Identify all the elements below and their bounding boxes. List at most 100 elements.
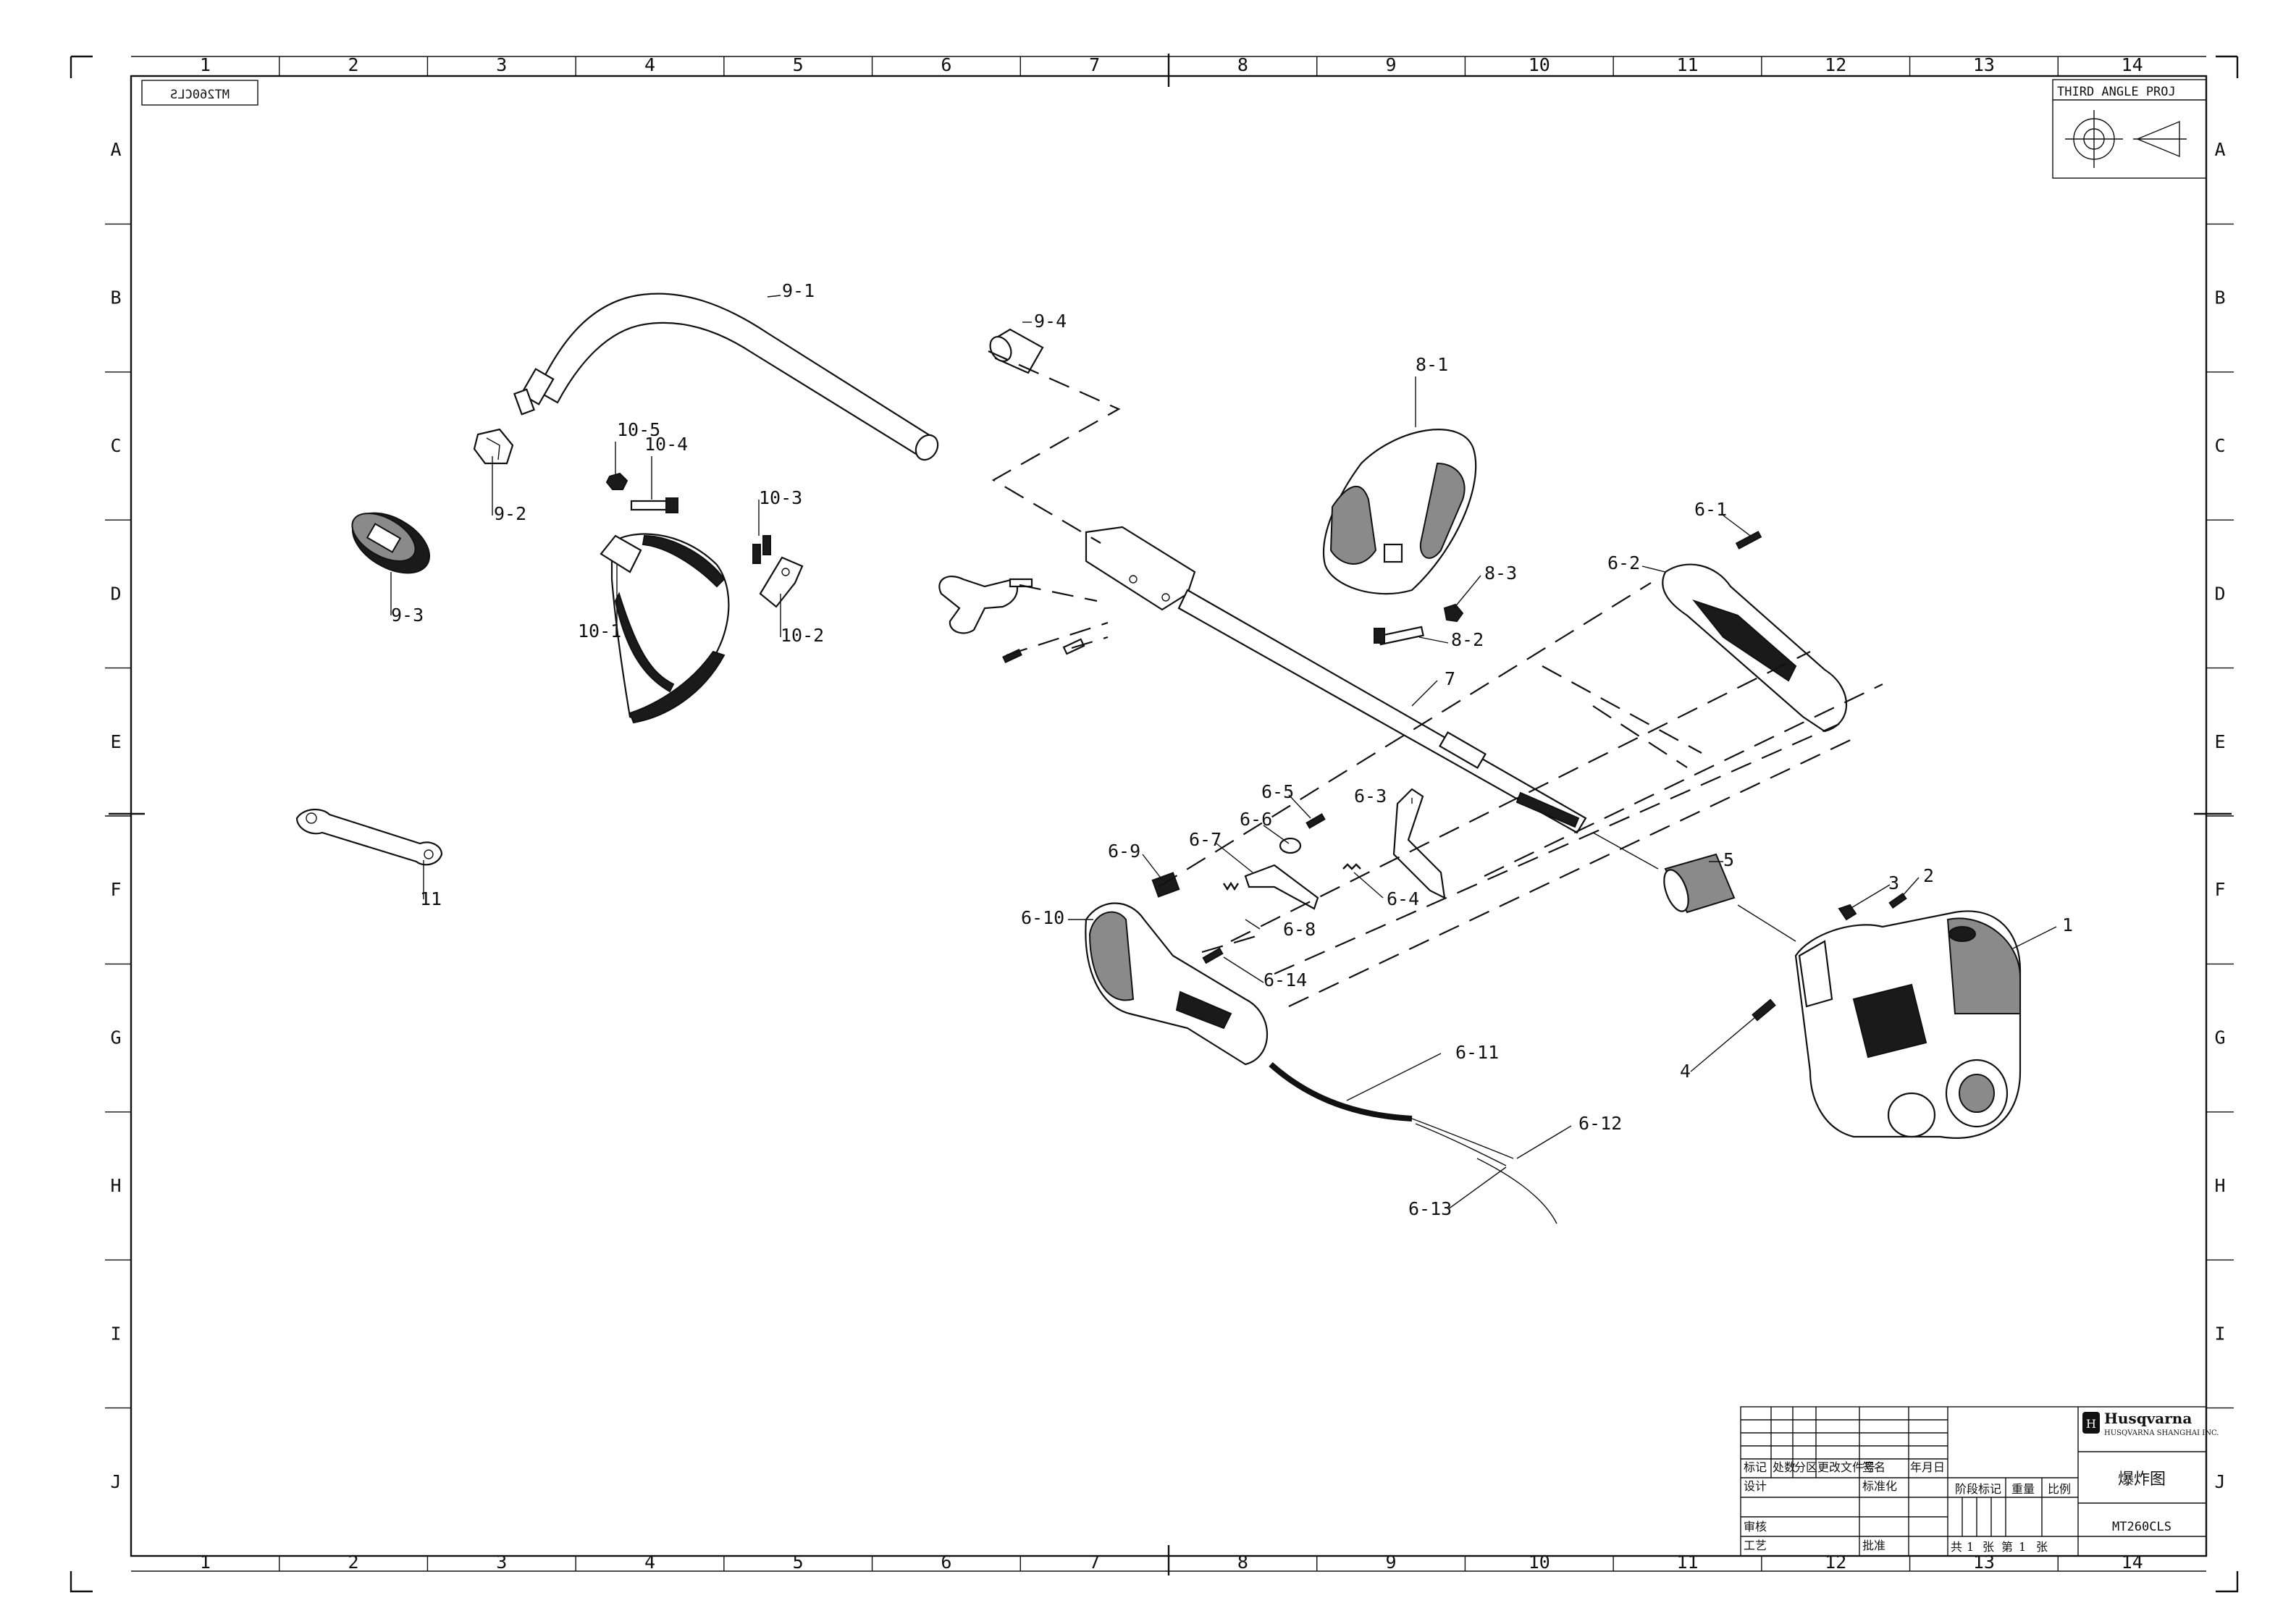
part-6-3-throttle-lever: [1392, 788, 1446, 899]
svg-text:H: H: [2086, 1417, 2096, 1431]
part-10-3-screws: [752, 535, 771, 564]
corner-marks: [70, 55, 2239, 1593]
callout-5: 5: [1723, 849, 1734, 870]
callout-9-4: 9-4: [1034, 311, 1067, 332]
zone-col-label: 6: [941, 54, 951, 75]
callout-6-5: 6-5: [1261, 781, 1294, 802]
part-6-14-screw: [1202, 947, 1224, 964]
zone-row-label: B: [110, 287, 121, 308]
part-3-screw: [1838, 904, 1857, 921]
zone-row-label: I: [2214, 1323, 2225, 1344]
zone-col-label: 11: [1676, 1552, 1698, 1573]
zone-col-label: 12: [1825, 54, 1846, 75]
part-9-3-knob: [351, 512, 431, 574]
exploded-view: [295, 293, 2057, 1224]
label-approve: 批准: [1862, 1539, 1885, 1552]
callout-9-3: 9-3: [391, 605, 424, 626]
zone-col-label: 9: [1386, 54, 1397, 75]
title-block: 标记处数分区更改文件号签名年月日 设计 标准化 审核 工艺 批准 阶段标记 重量…: [1740, 1406, 2219, 1557]
part-2-screw: [1888, 893, 1907, 909]
zone-ticks: [105, 56, 2234, 1571]
zone-col-label: 5: [793, 54, 804, 75]
zone-row-label: H: [110, 1175, 121, 1196]
callout-6-4: 6-4: [1387, 888, 1419, 909]
callout-6-6: 6-6: [1240, 809, 1272, 830]
part-wing-knob: [938, 576, 1033, 634]
callout-6-11: 6-11: [1455, 1042, 1499, 1063]
label-stage-mark: 阶段标记: [1955, 1482, 2001, 1496]
part-6-11-cable: [1269, 1062, 1413, 1122]
zone-col-label: 4: [644, 1552, 655, 1573]
part-10-4-bolt: [630, 497, 678, 513]
sheet-count-part: 张: [1983, 1540, 1994, 1554]
third-angle-symbol: [2065, 110, 2187, 168]
callout-9-2: 9-2: [494, 503, 526, 524]
part-10-1-guard: [600, 533, 730, 724]
zone-col-label: 9: [1386, 1552, 1397, 1573]
part-9-1-handle-bar: [513, 293, 939, 461]
assembly-dashed-lines: [988, 350, 1883, 1007]
callout-1: 1: [2062, 914, 2073, 935]
callout-6-7: 6-7: [1189, 829, 1222, 850]
label-design: 设计: [1744, 1479, 1767, 1493]
revision-header: 签名: [1862, 1460, 1885, 1474]
callout-11: 11: [420, 888, 442, 909]
drawing-number: MT260CLS: [2112, 1520, 2171, 1534]
husqvarna-logo: H: [2082, 1412, 2100, 1434]
zone-col-label: 8: [1237, 1552, 1248, 1573]
part-6-13-wire: [1476, 1158, 1557, 1224]
callout-6-8: 6-8: [1283, 919, 1316, 940]
part-6-7-lever: [1244, 864, 1319, 910]
part-6-4-spring: [1342, 863, 1361, 870]
zone-col-label: 2: [348, 54, 359, 75]
revision-header: 年月日: [1910, 1460, 1945, 1474]
zone-col-label: 10: [1529, 54, 1550, 75]
label-review: 审核: [1744, 1520, 1767, 1533]
part-8-3-nut: [1443, 603, 1464, 623]
zone-col-label: 3: [496, 54, 507, 75]
mirrored-model-text: MT260CLS: [170, 88, 230, 102]
callout-10-1: 10-1: [578, 620, 621, 641]
zone-col-label: 8: [1237, 54, 1248, 75]
zone-col-label: 2: [348, 1552, 359, 1573]
part-1-engine: [1794, 910, 2022, 1139]
zone-col-label: 1: [200, 54, 211, 75]
sheet-count-part: 1: [1967, 1540, 1974, 1554]
revision-header: 标记: [1744, 1460, 1767, 1474]
zone-row-label: A: [110, 139, 121, 160]
projection-label: THIRD ANGLE PROJ: [2057, 85, 2176, 99]
callout-6-13: 6-13: [1408, 1198, 1452, 1219]
zone-row-label: F: [110, 879, 121, 900]
zone-row-label: D: [2214, 583, 2225, 604]
callout-4: 4: [1680, 1061, 1691, 1082]
callout-6-2: 6-2: [1607, 552, 1640, 573]
sheet-count-part: 张: [2036, 1540, 2048, 1554]
part-6-2-housing-half: [1662, 563, 1848, 733]
centering-marks: [109, 54, 2232, 1575]
zone-row-label: H: [2214, 1175, 2225, 1196]
label-weight: 重量: [2011, 1482, 2035, 1496]
part-10-5-nut: [605, 472, 628, 490]
zone-col-label: 14: [2122, 1552, 2143, 1573]
zone-col-label: 6: [941, 1552, 951, 1573]
zone-col-label: 3: [496, 1552, 507, 1573]
callout-6-1: 6-1: [1694, 499, 1727, 520]
callout-6-9: 6-9: [1108, 841, 1140, 862]
part-9-4-sleeve: [989, 328, 1044, 374]
zone-row-label: J: [110, 1471, 121, 1492]
brand-name: Husqvarna: [2104, 1410, 2192, 1427]
part-5-coupling: [1663, 853, 1736, 914]
zone-col-label: 4: [644, 54, 655, 75]
revision-header: 更改文件号: [1817, 1460, 1875, 1474]
sheet-count-part: 1: [2019, 1540, 2026, 1554]
part-6-8-spring: [1222, 881, 1240, 891]
callout-8-2: 8-2: [1451, 629, 1484, 650]
zone-row-label: F: [2214, 879, 2225, 900]
company-name: HUSQVARNA SHANGHAI INC.: [2104, 1429, 2219, 1437]
zone-row-label: B: [2214, 287, 2225, 308]
